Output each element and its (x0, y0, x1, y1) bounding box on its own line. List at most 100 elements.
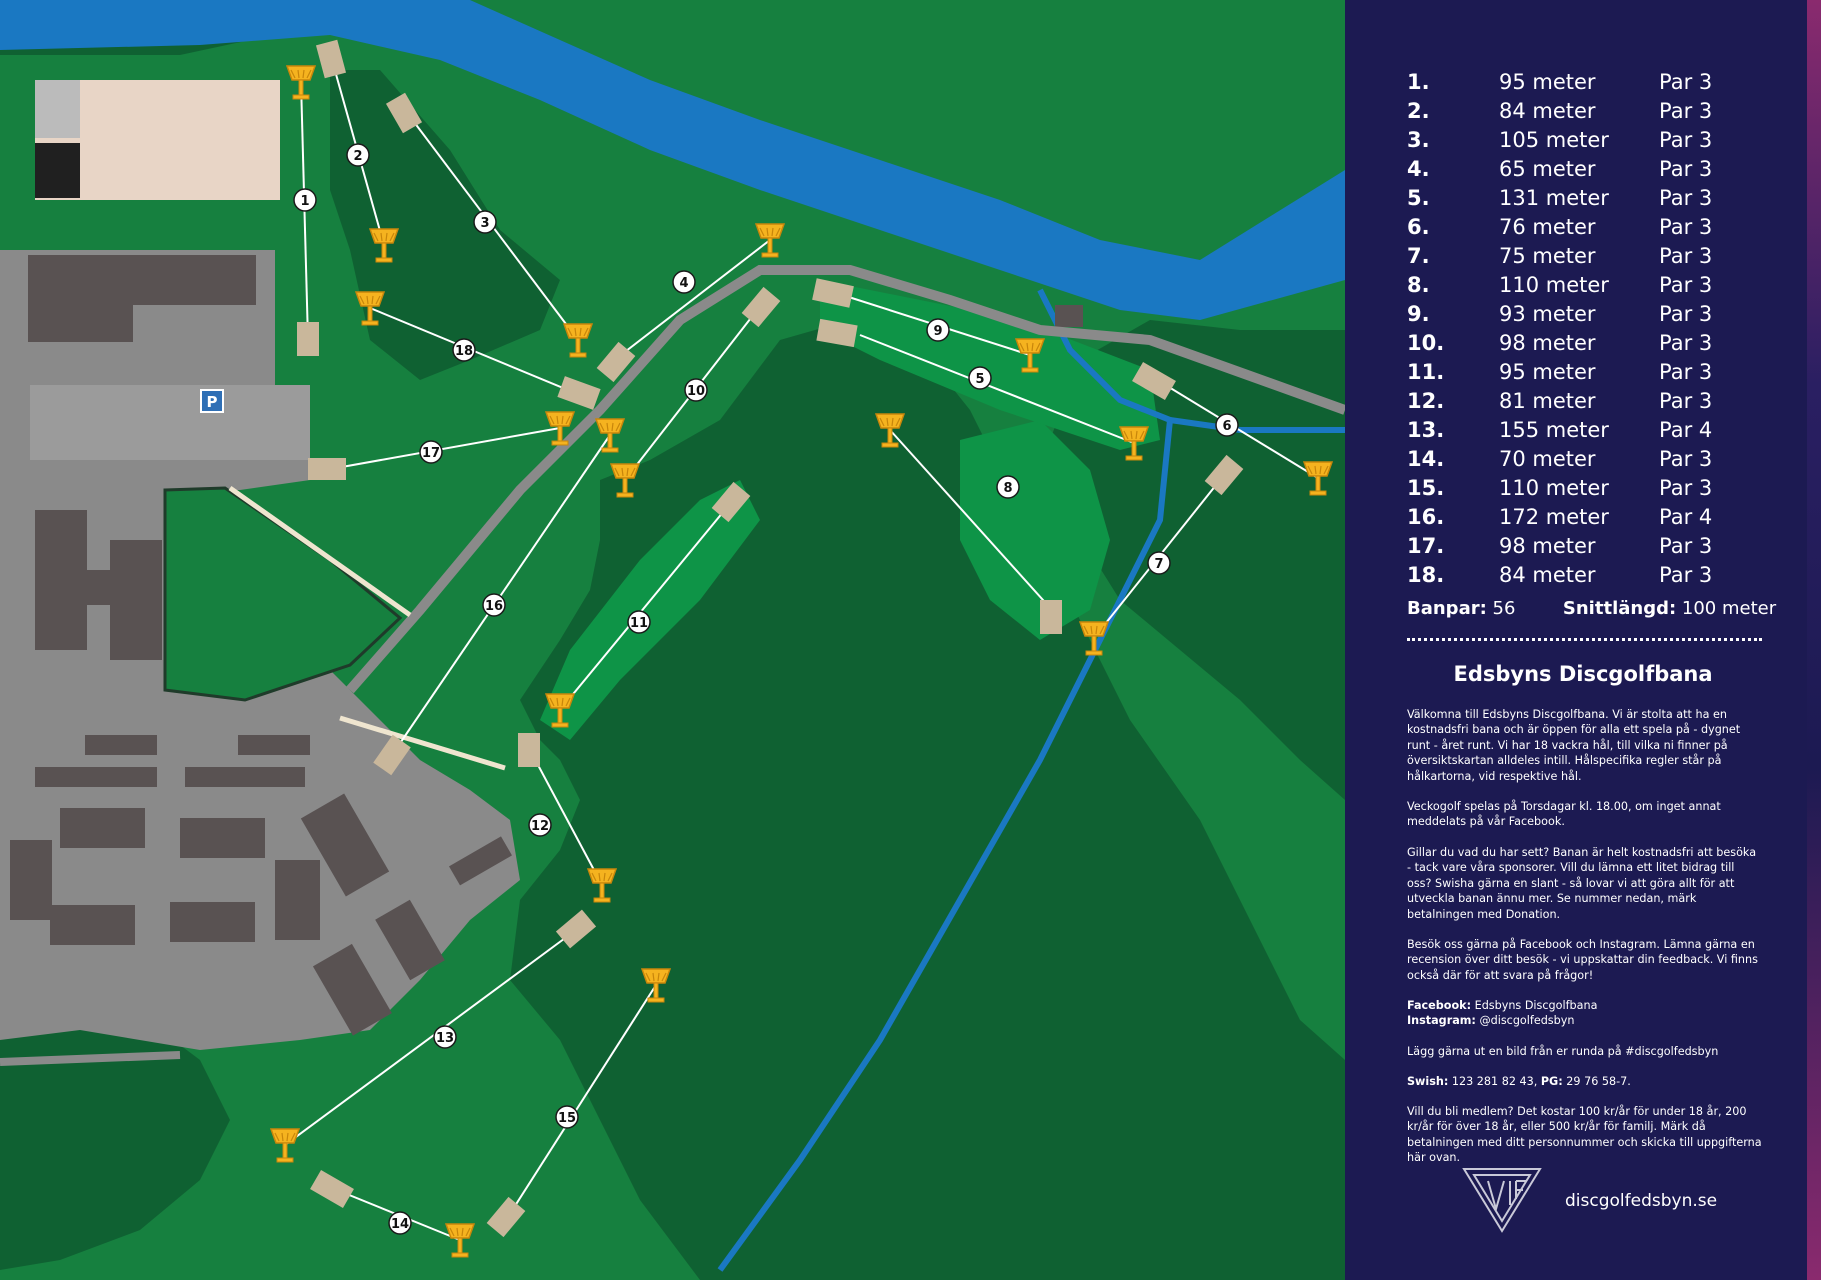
membership-paragraph: Vill du bli medlem? Det kostar 100 kr/år… (1407, 1105, 1762, 1165)
hole-number: 13. (1407, 418, 1445, 442)
hole-number: 6. (1407, 215, 1430, 239)
instagram-link[interactable]: @discgolfedsbyn (1479, 1014, 1575, 1028)
hole-marker-label: 4 (679, 276, 688, 291)
hole-distance: 84 meter (1499, 99, 1596, 123)
basket-icon (1014, 338, 1046, 373)
basket-icon (444, 1223, 476, 1258)
hole-par: Par 3 (1659, 128, 1713, 152)
hole-par: Par 3 (1659, 360, 1713, 384)
hole-distance: 155 meter (1499, 418, 1609, 442)
snitt-label: Snittlängd: (1562, 598, 1677, 619)
facebook-label: Facebook: (1407, 999, 1472, 1012)
hole-marker-label: 18 (455, 344, 473, 359)
baskets (269, 65, 1334, 1258)
hole-par: Par 3 (1659, 215, 1713, 239)
hole-marker-label: 12 (531, 819, 549, 834)
banpar-label: Banpar: (1407, 598, 1487, 619)
basket-icon (586, 868, 618, 903)
hole-number: 4. (1407, 157, 1430, 181)
banpar-value: 56 (1492, 598, 1516, 619)
hole-par: Par 3 (1659, 70, 1713, 94)
basket-icon (874, 413, 906, 448)
hole-marker: 11 (627, 610, 651, 634)
hole-marker: 9 (926, 318, 950, 342)
hole-distance: 95 meter (1499, 70, 1596, 94)
basket-icon (368, 228, 400, 263)
hole-row: 7. 75 meter Par 3 (1407, 242, 1759, 271)
basket-icon (640, 968, 672, 1003)
parking-lot (30, 385, 310, 460)
tee-pad-icon (385, 92, 423, 134)
tee-pad-icon (816, 318, 858, 348)
hole-par: Par 3 (1659, 99, 1713, 123)
basket-icon (354, 291, 386, 326)
hole-marker-label: 15 (558, 1111, 576, 1126)
hole-marker: 8 (996, 475, 1020, 499)
hole-par: Par 3 (1659, 273, 1713, 297)
hole-distance: 131 meter (1499, 186, 1609, 210)
hole-par: Par 3 (1659, 302, 1713, 326)
hole-number: 15. (1407, 476, 1445, 500)
dotted-divider (1407, 638, 1762, 641)
swish-number: 123 281 82 43, (1451, 1075, 1538, 1088)
snitt-value: 100 meter (1681, 598, 1777, 619)
hole-distance: 98 meter (1499, 534, 1596, 558)
hole-marker-label: 1 (300, 194, 309, 209)
hole-marker-label: 14 (391, 1217, 409, 1232)
swish-label: Swish: (1407, 1075, 1449, 1088)
course-summary: Banpar: 56 Snittlängd: 100 meter (1407, 598, 1776, 619)
hole-par: Par 3 (1659, 244, 1713, 268)
parking-label: P (207, 393, 218, 411)
hole-distance: 172 meter (1499, 505, 1609, 529)
hole-marker-label: 9 (933, 324, 942, 339)
basket-icon (1078, 621, 1110, 656)
tee-pad-icon (486, 1196, 526, 1238)
hole-number: 12. (1407, 389, 1445, 413)
club-logo-icon (1462, 1168, 1542, 1233)
panel-title: Edsbyns Discgolfbana (1453, 662, 1713, 686)
hole-distance: 84 meter (1499, 563, 1596, 587)
hole-distance: 110 meter (1499, 273, 1609, 297)
hole-distance: 98 meter (1499, 331, 1596, 355)
hole-number: 3. (1407, 128, 1430, 152)
hole-number: 17. (1407, 534, 1445, 558)
hole-marker-label: 16 (485, 599, 503, 614)
hole-par: Par 3 (1659, 157, 1713, 181)
tee-pads (297, 39, 1244, 1238)
fairway-5 (820, 280, 1160, 450)
tee-pad-icon (741, 286, 781, 328)
hole-par: Par 4 (1659, 505, 1713, 529)
tee-pad-icon (310, 1169, 354, 1209)
facebook-link[interactable]: Edsbyns Discgolfbana (1474, 999, 1598, 1012)
hole-marker-label: 7 (1154, 557, 1163, 572)
hole-marker-label: 8 (1003, 481, 1012, 496)
hole-distance: 75 meter (1499, 244, 1596, 268)
tee-pad-icon (1132, 361, 1176, 401)
website-link[interactable]: discgolfedsbyn.se (1565, 1191, 1718, 1211)
basket-icon (285, 65, 317, 100)
hole-marker-label: 10 (687, 384, 705, 399)
hole-marker: 10 (684, 378, 708, 402)
river (0, 0, 1345, 320)
hole-marker: 14 (388, 1211, 412, 1235)
hole-number: 1. (1407, 70, 1430, 94)
tee-pad-icon (596, 341, 636, 383)
social-paragraph: Besök oss gärna på Facebook och Instagra… (1407, 938, 1758, 982)
basket-icon (269, 1128, 301, 1163)
hole-number: 5. (1407, 186, 1430, 210)
hole-number: 7. (1407, 244, 1430, 268)
hole-marker-label: 11 (630, 616, 648, 631)
hole-marker-label: 2 (353, 149, 362, 164)
tee-pad-icon (373, 734, 411, 776)
hole-distance: 70 meter (1499, 447, 1596, 471)
basket-icon (544, 693, 576, 728)
